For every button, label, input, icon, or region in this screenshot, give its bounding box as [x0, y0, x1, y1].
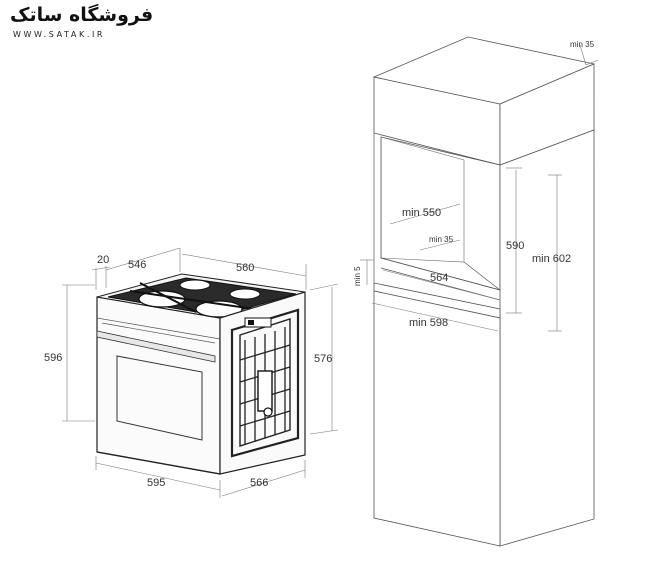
dim-oven-front-width: 595	[147, 477, 165, 489]
dim-cabinet-opening-width: 564	[430, 272, 448, 284]
oven-top-grill	[107, 277, 297, 317]
dim-cabinet-opening-height: 590	[506, 240, 524, 252]
dim-cabinet-niche-height: min 602	[532, 253, 571, 265]
dim-cabinet-top-gap: min 35	[570, 40, 595, 49]
logo-url: WWW.SATAK.IR	[13, 30, 106, 39]
oven-side-rack	[230, 308, 300, 458]
dim-oven-top-depth: 546	[128, 259, 146, 271]
cabinet-drawing	[372, 36, 596, 547]
dim-oven-side-depth: 20	[97, 254, 109, 266]
dim-oven-top-width: 560	[236, 262, 254, 274]
dim-cabinet-bottom-gap: min 5	[353, 266, 362, 286]
dim-oven-body-depth: 566	[250, 477, 268, 489]
dim-cabinet-vent: min 35	[429, 235, 454, 244]
oven-handle	[96, 330, 216, 363]
dim-oven-body-height: 576	[314, 353, 332, 365]
oven-dimension-lines	[62, 247, 339, 498]
dim-cabinet-width: min 598	[409, 317, 448, 329]
logo-text: فروشگاه ساتک	[10, 4, 154, 26]
dim-cabinet-inner-depth: min 550	[402, 207, 441, 219]
oven-drawing	[96, 273, 306, 475]
cabinet-dimension-lines	[360, 44, 599, 332]
oven-window	[116, 355, 203, 441]
dim-oven-front-height: 596	[44, 352, 62, 364]
